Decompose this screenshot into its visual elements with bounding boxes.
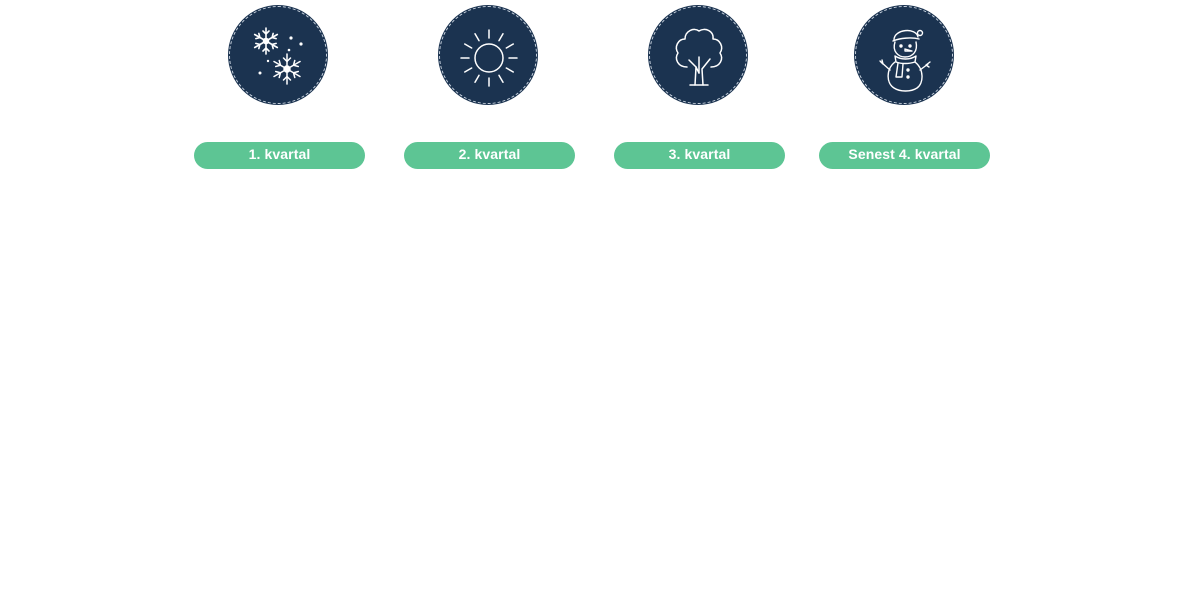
- quarter-3-button[interactable]: 3. kvartal: [614, 142, 785, 169]
- quarter-2-button[interactable]: 2. kvartal: [404, 142, 575, 169]
- sun-icon: [439, 6, 537, 104]
- snowman-icon: [855, 6, 953, 104]
- snowflake-icon: [229, 6, 327, 104]
- quarter-1-button[interactable]: 1. kvartal: [194, 142, 365, 169]
- quarter-4-button[interactable]: Senest 4. kvartal: [819, 142, 990, 169]
- tree-icon: [649, 6, 747, 104]
